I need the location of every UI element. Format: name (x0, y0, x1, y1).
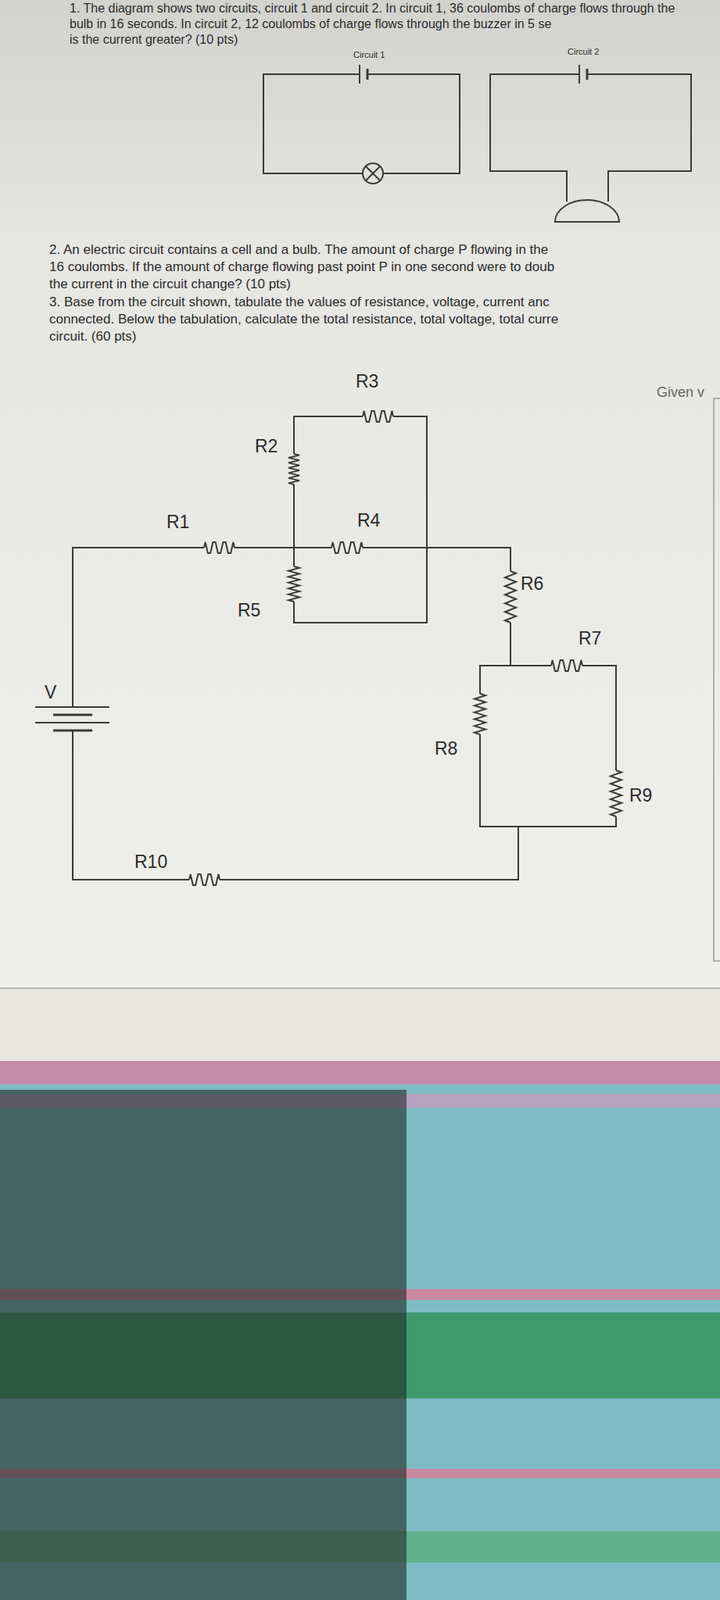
cell-symbol (366, 68, 369, 80)
resistor-symbol (189, 874, 220, 886)
resistor-symbol (362, 411, 394, 423)
resistor-symbol (551, 660, 583, 672)
question-text: 2. An electric circuit contains a cell a… (49, 242, 549, 258)
floor-mat (0, 1061, 720, 1600)
wire (72, 548, 205, 708)
bulb-symbol (362, 163, 384, 184)
wire (219, 827, 519, 881)
battery-symbol (53, 730, 93, 733)
resistor-label: R8 (434, 738, 458, 760)
battery-symbol (35, 722, 110, 724)
resistor-label: R7 (578, 628, 602, 649)
wire (490, 74, 580, 202)
resistor-symbol (331, 542, 363, 554)
cell-symbol (586, 68, 589, 80)
circuit-caption: Circuit 2 (567, 46, 599, 58)
resistor-symbol (204, 542, 235, 554)
wire (480, 734, 617, 828)
voltage-label: V (44, 682, 57, 703)
question-text: bulb in 16 seconds. In circuit 2, 12 cou… (69, 17, 552, 32)
page-edge (0, 988, 720, 990)
battery-symbol (35, 706, 110, 709)
wire (293, 484, 295, 549)
shadow (0, 1090, 407, 1600)
resistor-symbol (610, 770, 622, 817)
wire (293, 416, 427, 624)
wire (509, 623, 512, 667)
wire (263, 74, 363, 174)
paper-edge (0, 988, 720, 1064)
resistor-label: R1 (166, 512, 190, 533)
question-text: 16 coulombs. If the amount of charge flo… (49, 259, 555, 276)
resistor-label: R5 (237, 600, 261, 621)
resistor-symbol (505, 571, 516, 624)
resistor-label: R10 (134, 852, 168, 873)
wire (293, 416, 363, 455)
question-text: is the current greater? (10 pts) (69, 32, 238, 47)
battery-symbol (53, 714, 93, 717)
wire (293, 548, 295, 567)
mat-ground (0, 1061, 720, 1600)
resistor-label: R9 (629, 785, 652, 806)
resistor-label: R2 (254, 436, 278, 457)
question-text: the current in the circuit change? (10 p… (49, 276, 291, 293)
wire (480, 666, 552, 695)
wire (72, 730, 190, 881)
wire (367, 74, 460, 174)
cell-symbol (578, 64, 581, 84)
given-box (713, 398, 720, 962)
question-text: 1. The diagram shows two circuits, circu… (69, 1, 675, 16)
circuit-drawing (35, 64, 692, 886)
mat-stripe (0, 1061, 720, 1086)
resistor-symbol (288, 454, 300, 485)
resistor-label: R6 (520, 573, 544, 595)
wire (582, 666, 617, 771)
question-text: circuit. (60 pts) (49, 329, 137, 345)
wire (362, 548, 511, 572)
wire (234, 547, 332, 549)
wire (587, 74, 692, 202)
resistor-symbol (474, 694, 486, 735)
resistor-symbol (288, 566, 300, 602)
bulb-symbol (365, 166, 380, 181)
given-note: Given v (656, 384, 705, 402)
paper (0, 0, 720, 989)
circuit-caption: Circuit 1 (353, 50, 385, 61)
question-text: 3. Base from the circuit shown, tabulate… (49, 294, 550, 311)
question-text: connected. Below the tabulation, calcula… (49, 311, 559, 328)
cell-symbol (358, 64, 361, 84)
bulb-symbol (365, 166, 380, 181)
buzzer-symbol (555, 200, 620, 223)
resistor-label: R4 (357, 510, 380, 531)
resistor-label: R3 (355, 371, 379, 392)
